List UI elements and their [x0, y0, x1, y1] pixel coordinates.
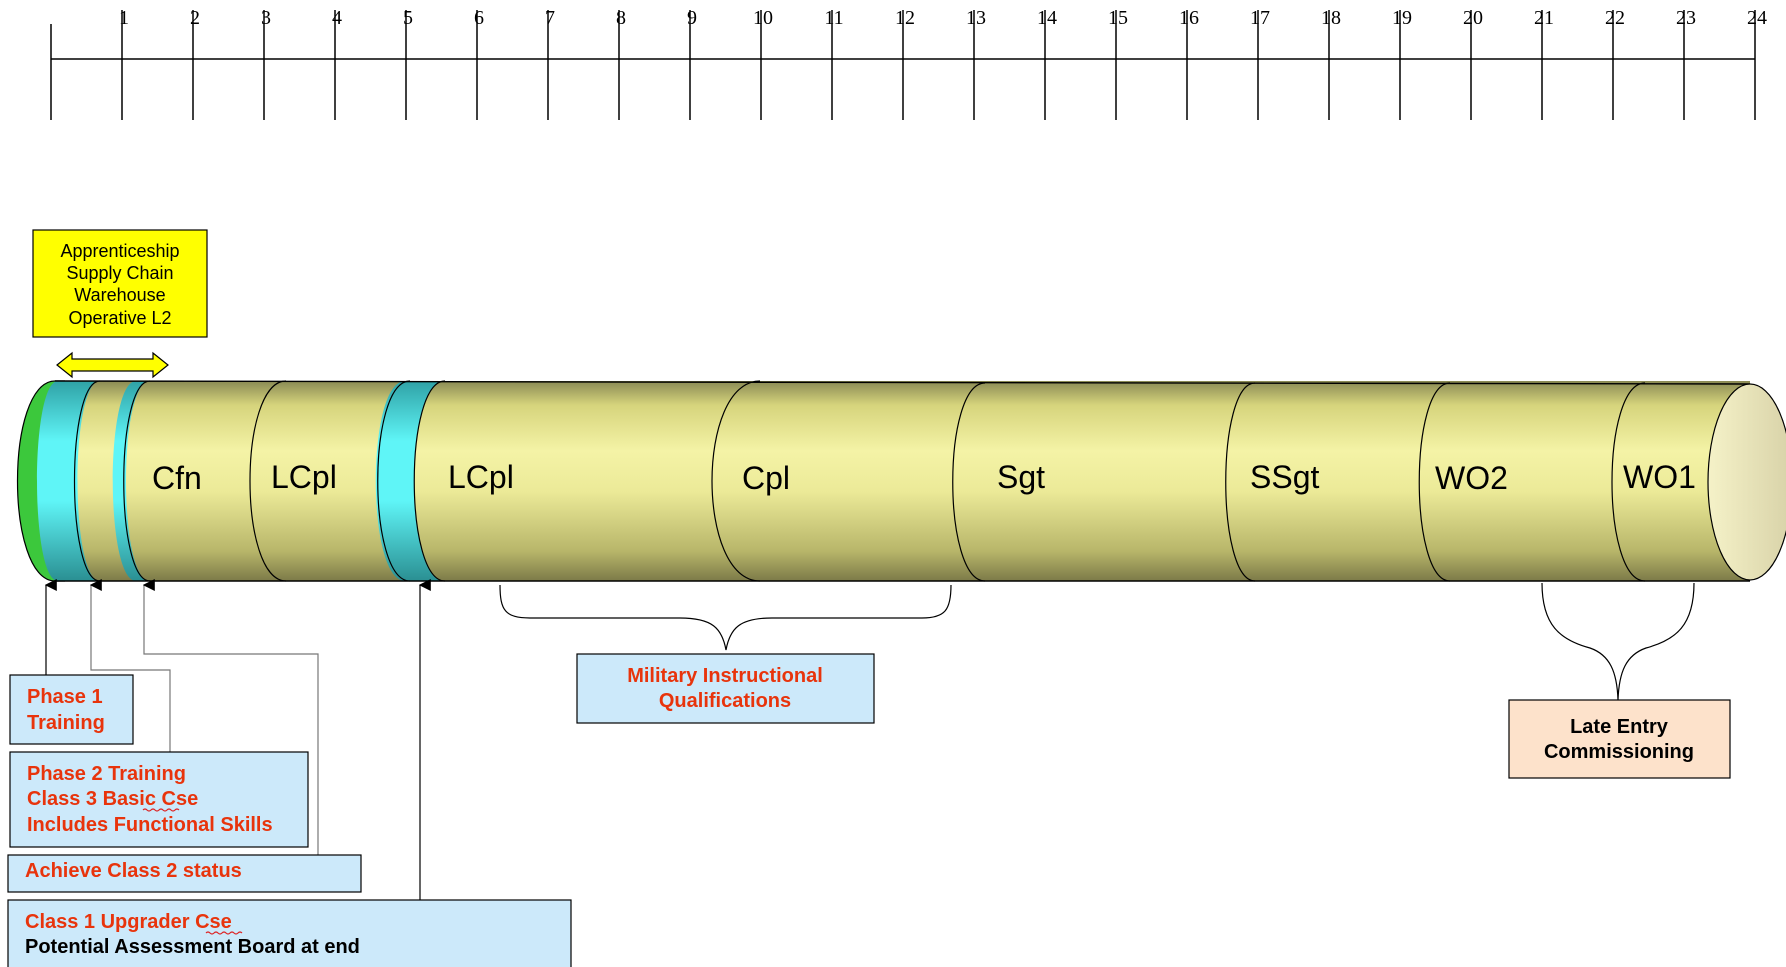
timeline-tick-label: 22 [1605, 7, 1625, 29]
callout-miq-line-2: Qualifications [659, 690, 791, 712]
timeline-tick-label: 16 [1179, 7, 1199, 29]
rank-label: Cpl [742, 460, 790, 496]
callout-phase2-line-1: Phase 2 Training [27, 763, 186, 785]
callout-phase1: Phase 1 Training [10, 675, 133, 744]
rank-label: Cfn [152, 460, 202, 496]
callout-miq-line-1: Military Instructional [627, 665, 823, 687]
apprenticeship-line-1: Apprenticeship [60, 241, 179, 261]
rank-label: WO2 [1435, 460, 1508, 496]
timeline-tick-label: 7 [545, 7, 555, 29]
callout-class2: Achieve Class 2 status [8, 855, 361, 892]
miq-brace [500, 585, 951, 650]
apprenticeship-line-4: Operative L2 [68, 308, 171, 328]
callout-class2-line-1: Achieve Class 2 status [25, 860, 242, 882]
callout-class1-line-1: Class 1 Upgrader Cse [25, 911, 232, 933]
callout-late-entry-line-2: Commissioning [1544, 741, 1694, 763]
callout-phase2-line-3: Includes Functional Skills [27, 814, 273, 836]
callout-class1-line-2: Potential Assessment Board at end [25, 936, 360, 958]
timeline-tick-label: 21 [1534, 7, 1554, 29]
timeline-tick-label: 18 [1321, 7, 1341, 29]
timeline-tick-label: 4 [332, 7, 342, 29]
cylinder-end-cap [1708, 384, 1786, 580]
timeline-tick-label: 15 [1108, 7, 1128, 29]
callout-class1: Class 1 Upgrader Cse Potential Assessmen… [8, 900, 571, 967]
timeline-tick-label: 10 [753, 7, 773, 29]
timeline-tick-label: 2 [190, 7, 200, 29]
callout-phase1-line-2: Training [27, 712, 105, 734]
timeline-tick-label: 14 [1037, 7, 1057, 29]
timeline-tick-label: 17 [1250, 7, 1270, 29]
timeline-tick-label: 13 [966, 7, 986, 29]
apprenticeship-box: Apprenticeship Supply Chain Warehouse Op… [33, 230, 207, 337]
rank-label: LCpl [448, 459, 514, 495]
timeline-tick-label: 20 [1463, 7, 1483, 29]
late-entry-brace [1542, 583, 1694, 700]
callout-late-entry: Late Entry Commissioning [1509, 700, 1730, 778]
timeline-tick-label: 9 [687, 7, 697, 29]
apprenticeship-line-2: Supply Chain [66, 263, 173, 283]
rank-label: WO1 [1623, 459, 1696, 495]
callout-phase2-line-2: Class 3 Basic Cse [27, 788, 198, 810]
timeline-tick-label: 11 [824, 7, 843, 29]
rank-label: LCpl [271, 459, 337, 495]
timeline-tick-label: 12 [895, 7, 915, 29]
timeline-tick-label: 8 [616, 7, 626, 29]
timeline-tick-label: 24 [1747, 7, 1767, 29]
callout-miq: Military Instructional Qualifications [577, 654, 874, 723]
apprenticeship-line-3: Warehouse [74, 285, 165, 305]
callout-late-entry-line-1: Late Entry [1570, 716, 1669, 738]
apprenticeship-span-arrow [57, 353, 168, 377]
timeline-tick-label: 1 [119, 7, 129, 29]
timeline-tick-label: 19 [1392, 7, 1412, 29]
timeline-tick-label: 3 [261, 7, 271, 29]
callout-phase2: Phase 2 Training Class 3 Basic Cse Inclu… [10, 752, 308, 847]
timeline-tick-label: 5 [403, 7, 413, 29]
rank-label: SSgt [1250, 459, 1319, 495]
callout-phase1-line-1: Phase 1 [27, 686, 103, 708]
timeline-tick-label: 23 [1676, 7, 1696, 29]
timeline-tick-label: 6 [474, 7, 484, 29]
rank-label: Sgt [997, 459, 1045, 495]
